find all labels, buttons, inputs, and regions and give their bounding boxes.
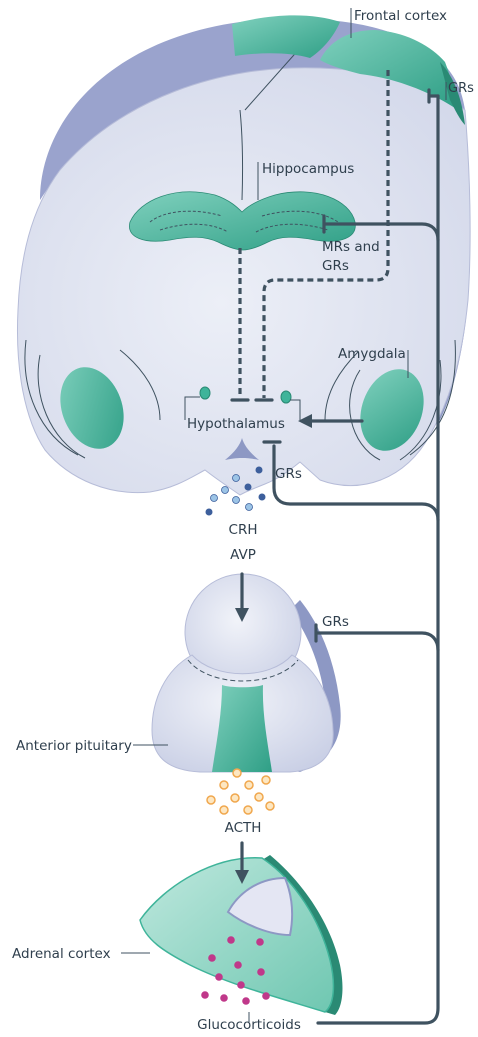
acth-dot: [262, 776, 270, 784]
crh-dot: [246, 504, 253, 511]
acth-dot: [220, 781, 228, 789]
acth-dot: [245, 781, 253, 789]
glucocorticoid-dot: [208, 954, 216, 962]
anterior-pituitary-label: Anterior pituitary: [16, 738, 132, 754]
glucocorticoid-dot: [237, 981, 245, 989]
crh-label: CRH: [229, 522, 258, 538]
frontal-cortex-label: Frontal cortex: [354, 8, 447, 24]
glucocorticoid-dot: [220, 994, 228, 1002]
crh-dot: [233, 497, 240, 504]
crh-dot: [256, 467, 263, 474]
glucocorticoid-dot: [242, 997, 250, 1005]
crh-dot: [259, 494, 266, 501]
mrs-and-label: MRs and: [322, 239, 380, 255]
grs-pituitary-label: GRs: [322, 614, 349, 630]
acth-label: ACTH: [225, 820, 262, 836]
hypothalamus-nucleus-left: [200, 387, 210, 399]
glucocorticoid-dot: [262, 992, 270, 1000]
acth-molecules: [207, 769, 274, 814]
anterior-pituitary-gland: [152, 574, 341, 772]
adrenal-cortex-body: [140, 858, 333, 1012]
grs-frontal-label: GRs: [448, 81, 474, 96]
adrenal-cortex-label: Adrenal cortex: [12, 946, 111, 962]
glucocorticoid-dot: [201, 991, 209, 999]
grs-hypothalamus-label: GRs: [275, 466, 302, 482]
amygdala-label: Amygdala: [338, 346, 406, 362]
acth-dot: [207, 796, 215, 804]
crh-dot: [206, 509, 213, 516]
acth-dot: [255, 793, 263, 801]
avp-label: AVP: [230, 547, 256, 563]
crh-dot: [211, 495, 218, 502]
mrs-and-grs-label: GRs: [322, 258, 349, 274]
acth-dot: [233, 769, 241, 777]
glucocorticoid-dot: [257, 968, 265, 976]
crh-dot: [233, 475, 240, 482]
glucocorticoid-dot: [256, 938, 264, 946]
hypothalamus-label: Hypothalamus: [187, 416, 285, 432]
glucocorticoid-dot: [234, 961, 242, 969]
pituitary-feedback-arm: [318, 633, 438, 650]
crh-dot: [222, 487, 229, 494]
glucocorticoids-label: Glucocorticoids: [197, 1017, 301, 1033]
acth-dot: [266, 802, 274, 810]
acth-dot: [244, 806, 252, 814]
acth-dot: [231, 794, 239, 802]
acth-dot: [220, 806, 228, 814]
crh-dot: [245, 484, 252, 491]
glucocorticoid-dot: [215, 973, 223, 981]
hypothalamus-nucleus-right: [281, 391, 291, 403]
glucocorticoid-dot: [227, 936, 235, 944]
hippocampus-label: Hippocampus: [262, 161, 354, 177]
